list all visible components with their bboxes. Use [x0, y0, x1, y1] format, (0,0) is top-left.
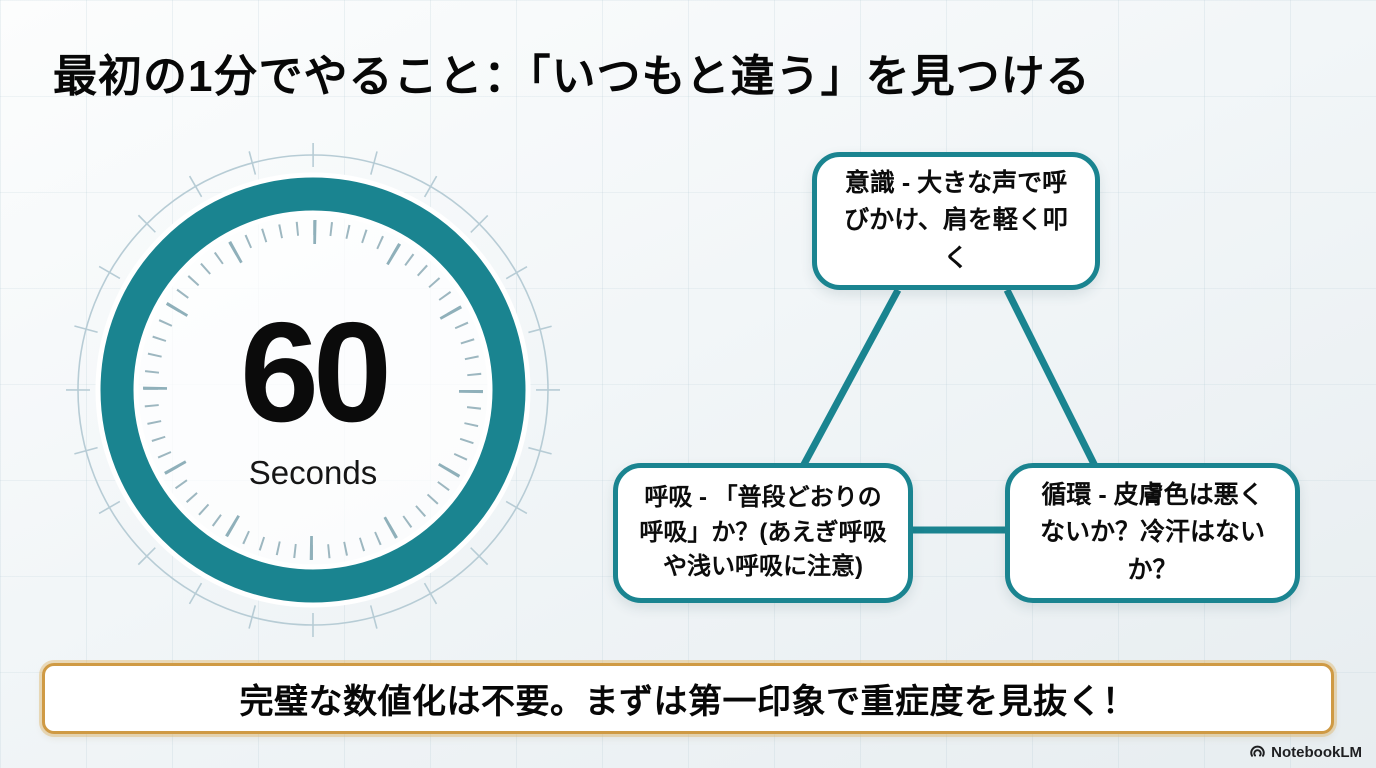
notebooklm-label: NotebookLM: [1271, 744, 1362, 761]
notebooklm-watermark: NotebookLM: [1249, 744, 1362, 761]
clock-face-graphic: [66, 143, 560, 637]
node-breathing-label: 呼吸 - 「普段どおりの呼吸」か？(あえぎ呼吸や浅い呼吸に注意): [639, 483, 887, 581]
node-circulation-label: 循環 - 皮膚色は悪くないか？冷汗はないか？: [1039, 480, 1265, 584]
node-breathing: 呼吸 - 「普段どおりの呼吸」か？(あえぎ呼吸や浅い呼吸に注意): [613, 463, 913, 603]
node-consciousness: 意識 - 大きな声で呼びかけ、肩を軽く叩く: [812, 152, 1100, 290]
key-message-text: 完璧な数値化は不要。まずは第一印象で重症度を見抜く！: [239, 683, 1137, 721]
page-title: 最初の1分でやること：「いつもと違う」を見つける: [53, 52, 1091, 101]
node-consciousness-label: 意識 - 大きな声で呼びかけ、肩を軽く叩く: [844, 168, 1068, 272]
key-message-banner: 完璧な数値化は不要。まずは第一印象で重症度を見抜く！: [42, 663, 1334, 734]
timer-clock: 60 Seconds: [63, 140, 563, 640]
node-circulation: 循環 - 皮膚色は悪くないか？冷汗はないか？: [1005, 463, 1300, 603]
notebooklm-icon: [1250, 745, 1265, 757]
